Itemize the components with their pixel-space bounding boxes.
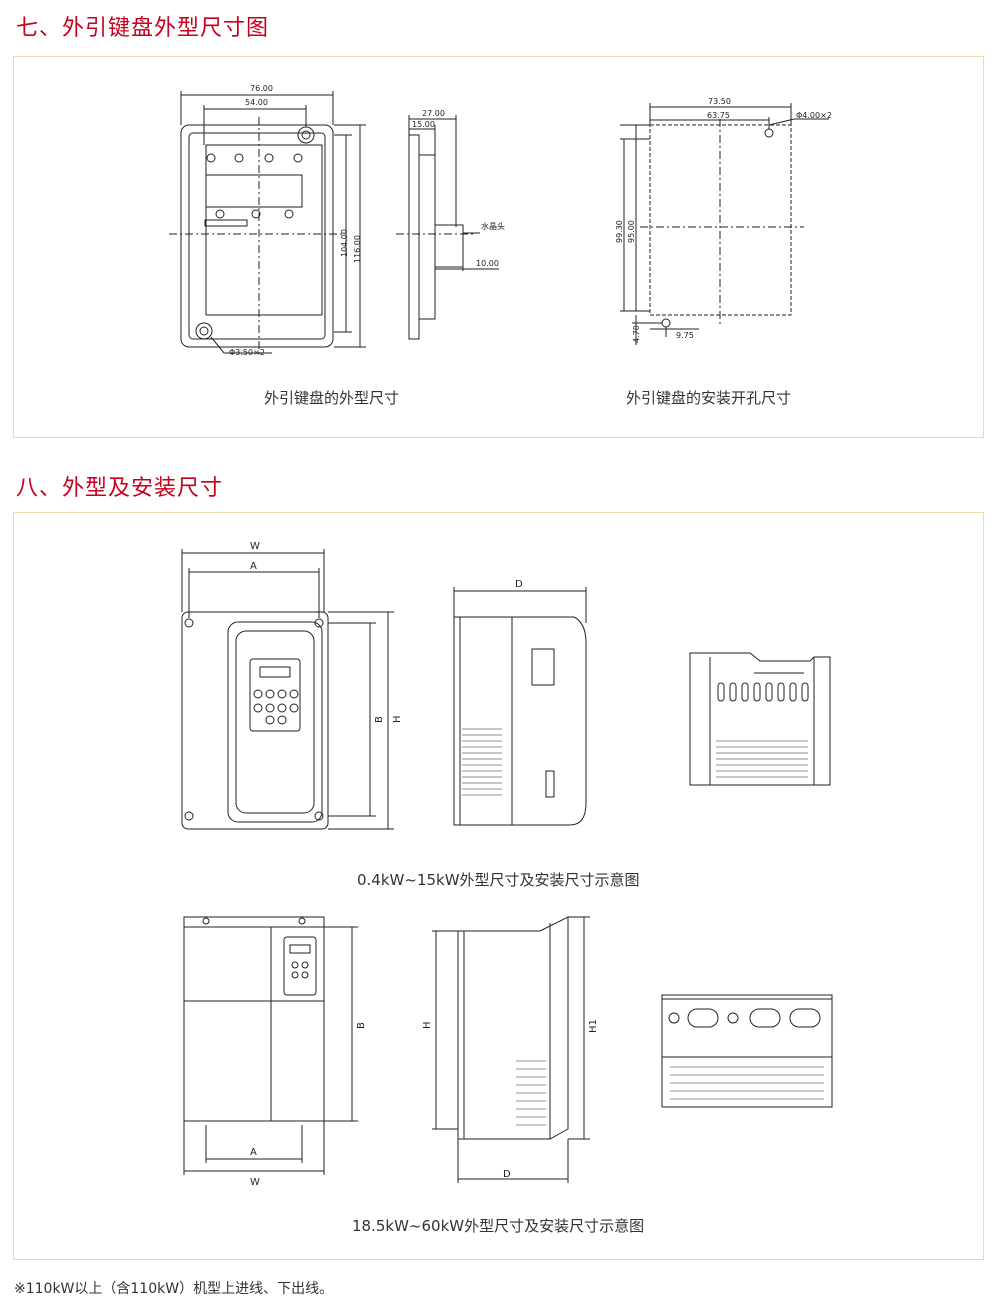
dim-side-plug-width: 10.00 (476, 259, 499, 268)
dim-side-depth-outer: 27.00 (422, 109, 445, 118)
keyboard-dimension-panel: 76.00 54.00 Φ3.50×2 104.00 116.00 27.00 … (13, 56, 984, 438)
label-small-A: A (250, 561, 257, 572)
caption-large-models: 18.5kW~60kW外型尺寸及安装尺寸示意图 (352, 1217, 645, 1235)
small-inverter-bottom-view (689, 652, 831, 786)
dim-side-plug-label: 水晶头 (481, 221, 505, 231)
caption-small-models: 0.4kW~15kW外型尺寸及安装尺寸示意图 (357, 871, 640, 889)
label-large-A: A (250, 1147, 257, 1158)
dim-side-depth-inner: 15.00 (412, 120, 435, 129)
dim-cutout-offset-h: 9.75 (676, 331, 694, 340)
large-inverter-front-view (183, 916, 358, 1175)
dim-cutout-height-inner: 95.00 (627, 220, 636, 243)
dim-front-height-outer: 116.00 (353, 235, 362, 263)
dim-cutout-hole: Φ4.00×2 (796, 111, 832, 120)
label-small-B: B (374, 716, 385, 723)
footnote: ※110kW以上（含110kW）机型上进线、下出线。 (14, 1281, 334, 1297)
dim-front-height-inner: 104.00 (340, 229, 349, 257)
dim-front-width-outer: 76.00 (250, 84, 273, 93)
label-large-H1: H1 (588, 1019, 599, 1033)
keyboard-front-view (169, 91, 366, 357)
label-small-H: H (392, 715, 403, 723)
label-large-D: D (503, 1169, 511, 1180)
dim-cutout-width-inner: 63.75 (707, 111, 730, 120)
keyboard-side-view (396, 115, 499, 340)
label-small-W: W (250, 541, 260, 552)
large-inverter-bottom-view (661, 994, 833, 1108)
small-inverter-front-view (181, 549, 394, 830)
inverter-dimension-panel: W A B H D A W B H H1 D 0.4kW~15kW外型尺寸及安装… (13, 512, 984, 1260)
label-large-W: W (250, 1177, 260, 1188)
label-small-D: D (515, 579, 523, 590)
caption-keyboard-cutout: 外引键盘的安装开孔尺寸 (626, 389, 792, 407)
section-8-title: 八、外型及安装尺寸 (16, 476, 224, 501)
section-7-title: 七、外引键盘外型尺寸图 (16, 16, 270, 41)
large-inverter-side-view (432, 916, 590, 1183)
keyboard-drawings: 76.00 54.00 Φ3.50×2 104.00 116.00 27.00 … (169, 84, 832, 357)
small-inverter-side-view (453, 587, 587, 826)
label-large-H: H (422, 1021, 433, 1029)
dim-front-width-inner: 54.00 (245, 98, 268, 107)
dim-cutout-height-outer: 99.30 (615, 220, 624, 243)
dim-front-hole: Φ3.50×2 (229, 348, 265, 357)
caption-keyboard-outline: 外引键盘的外型尺寸 (264, 389, 400, 407)
label-large-B: B (356, 1022, 367, 1029)
keyboard-cutout-view (620, 103, 829, 345)
inverter-drawings: W A B H D A W B H H1 D (181, 541, 833, 1188)
dim-cutout-width-outer: 73.50 (708, 97, 731, 106)
dim-cutout-offset-v: 4.70 (632, 325, 641, 343)
